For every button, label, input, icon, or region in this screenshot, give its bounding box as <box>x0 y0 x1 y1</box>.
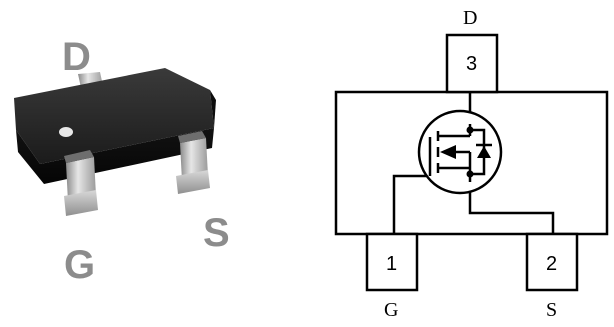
pin-box-drain <box>445 33 499 94</box>
schem-label-source: S <box>546 299 557 321</box>
pin-number-1: 1 <box>386 253 397 275</box>
package-photo: D G S <box>14 35 230 287</box>
package-body <box>14 68 216 184</box>
schematic-fills <box>440 126 492 178</box>
pin-number-2: 2 <box>546 253 557 275</box>
source-lead <box>176 131 210 194</box>
pin-box-source <box>525 232 579 292</box>
channel-arrow <box>440 145 456 159</box>
junction-dot <box>466 170 474 178</box>
junction-dot <box>466 126 474 134</box>
photo-label-source: S <box>203 211 230 255</box>
schematic <box>334 33 609 292</box>
photo-label-drain: D <box>62 35 91 79</box>
source-wire <box>468 182 555 234</box>
schem-label-gate: G <box>384 299 398 321</box>
schem-label-drain: D <box>463 7 477 29</box>
photo-label-gate: G <box>64 243 95 287</box>
gate-lead <box>64 150 98 216</box>
pin1-marker-dot <box>59 127 73 137</box>
body-diode-icon <box>477 146 491 158</box>
pin-number-3: 3 <box>466 53 477 75</box>
pin-box-gate <box>365 232 419 292</box>
gate-wire <box>392 174 430 234</box>
